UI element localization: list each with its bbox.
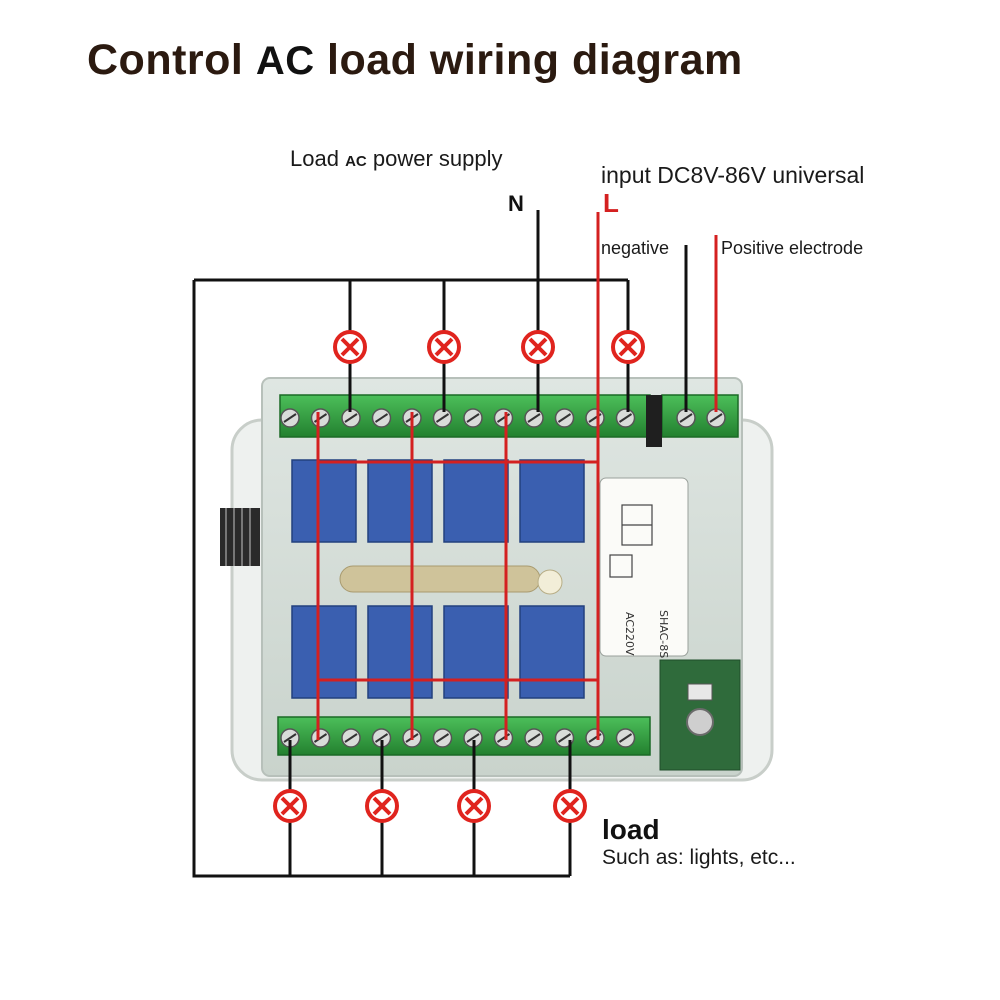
relay-3 xyxy=(443,459,509,543)
neutral-wires xyxy=(192,210,688,878)
top-screw-12-slot xyxy=(618,413,633,423)
bottom-screw-10-slot xyxy=(557,733,572,743)
lamp-bottom-2-icon-cross-2 xyxy=(372,796,392,816)
power-screw-positive-slot xyxy=(709,413,723,423)
top-screw-1-slot xyxy=(283,413,297,423)
page-title: Control AC load wiring diagram xyxy=(87,36,743,85)
negative-label: negative xyxy=(601,238,670,258)
positive-label: Positive electrode xyxy=(721,238,864,258)
title-ac: AC xyxy=(255,39,315,83)
crystal-component xyxy=(339,565,541,593)
supply-load-word: Load xyxy=(290,146,339,171)
power-terminal-block xyxy=(661,394,739,438)
relay-7 xyxy=(443,605,509,699)
bottom-screw-12-slot xyxy=(618,733,633,743)
module-label: SHAC-8S AC220V xyxy=(599,477,689,658)
live-label: L xyxy=(603,188,619,218)
bottom-screw-6-slot xyxy=(435,733,450,743)
top-screw-7-slot xyxy=(466,413,480,423)
lamp-top-4-icon-cross-2 xyxy=(618,337,638,357)
relay-2 xyxy=(367,459,433,543)
title-rest: load wiring diagram xyxy=(327,36,743,84)
power-terminal-screws xyxy=(676,408,726,428)
load-title: load xyxy=(602,814,660,845)
relay-8 xyxy=(519,605,585,699)
bottom-screw-7-slot xyxy=(466,733,480,743)
lamp-top-1-icon-cross-2 xyxy=(340,337,360,357)
lamp-top-4-icon xyxy=(611,330,645,364)
power-screw-negative-slot xyxy=(679,413,693,423)
lamp-top-2-icon-cross-2 xyxy=(434,337,454,357)
capacitor xyxy=(537,569,563,595)
lamp-bottom-4-icon xyxy=(553,789,587,823)
antenna-coils xyxy=(225,508,251,566)
relay-group xyxy=(291,459,585,699)
lamp-bottom-4-icon-cross-2 xyxy=(560,796,580,816)
top-terminal-screws xyxy=(280,408,636,428)
module-model-text: SHAC-8S xyxy=(657,610,670,658)
lamp-bottom-3-icon-cross-2 xyxy=(464,796,484,816)
lamp-bottom-1-icon-cross-2 xyxy=(280,796,300,816)
bottom-terminal-screws xyxy=(280,728,636,748)
module-voltage-text: AC220V xyxy=(623,612,636,656)
terminal-divider xyxy=(646,395,662,447)
relay-1 xyxy=(291,459,357,543)
ac-supply-label: Load AC power supply xyxy=(290,146,503,172)
neutral-label: N xyxy=(508,191,524,216)
supply-ac-word: AC xyxy=(345,153,367,170)
top-screw-4-slot xyxy=(374,413,389,423)
bottom-screw-4-slot xyxy=(374,733,389,743)
relay-4 xyxy=(519,459,585,543)
lamp-top-3-icon xyxy=(521,330,555,364)
led-indicator xyxy=(687,683,713,701)
top-screw-6-slot xyxy=(435,413,450,423)
learn-button xyxy=(686,708,714,736)
bottom-screw-3-slot xyxy=(344,733,358,743)
relay-6 xyxy=(367,605,433,699)
label-schematic xyxy=(609,504,653,578)
top-screw-3-slot xyxy=(344,413,358,423)
lamp-bottom-1-icon xyxy=(273,789,307,823)
live-wires xyxy=(316,212,718,740)
top-screw-9-slot xyxy=(527,413,541,423)
lamp-bottom-2-icon xyxy=(365,789,399,823)
load-subtitle: Such as: lights, etc... xyxy=(602,846,796,869)
lamp-bottom-3-icon xyxy=(457,789,491,823)
lamp-top-3-icon-cross-2 xyxy=(528,337,548,357)
top-screw-10-slot xyxy=(557,413,572,423)
title-control: Control xyxy=(87,36,244,84)
relay-5 xyxy=(291,605,357,699)
bottom-screw-1-slot xyxy=(283,733,297,743)
dc-input-label: input DC8V-86V universal xyxy=(601,162,865,188)
supply-rest: power supply xyxy=(372,146,503,171)
bottom-screw-9-slot xyxy=(527,733,541,743)
bottom-screw-2-slot xyxy=(313,733,328,743)
neutral-left-bus xyxy=(192,280,570,878)
lamp-top-2-icon xyxy=(427,330,461,364)
load-lamps xyxy=(273,330,645,823)
lamp-top-1-icon xyxy=(333,330,367,364)
